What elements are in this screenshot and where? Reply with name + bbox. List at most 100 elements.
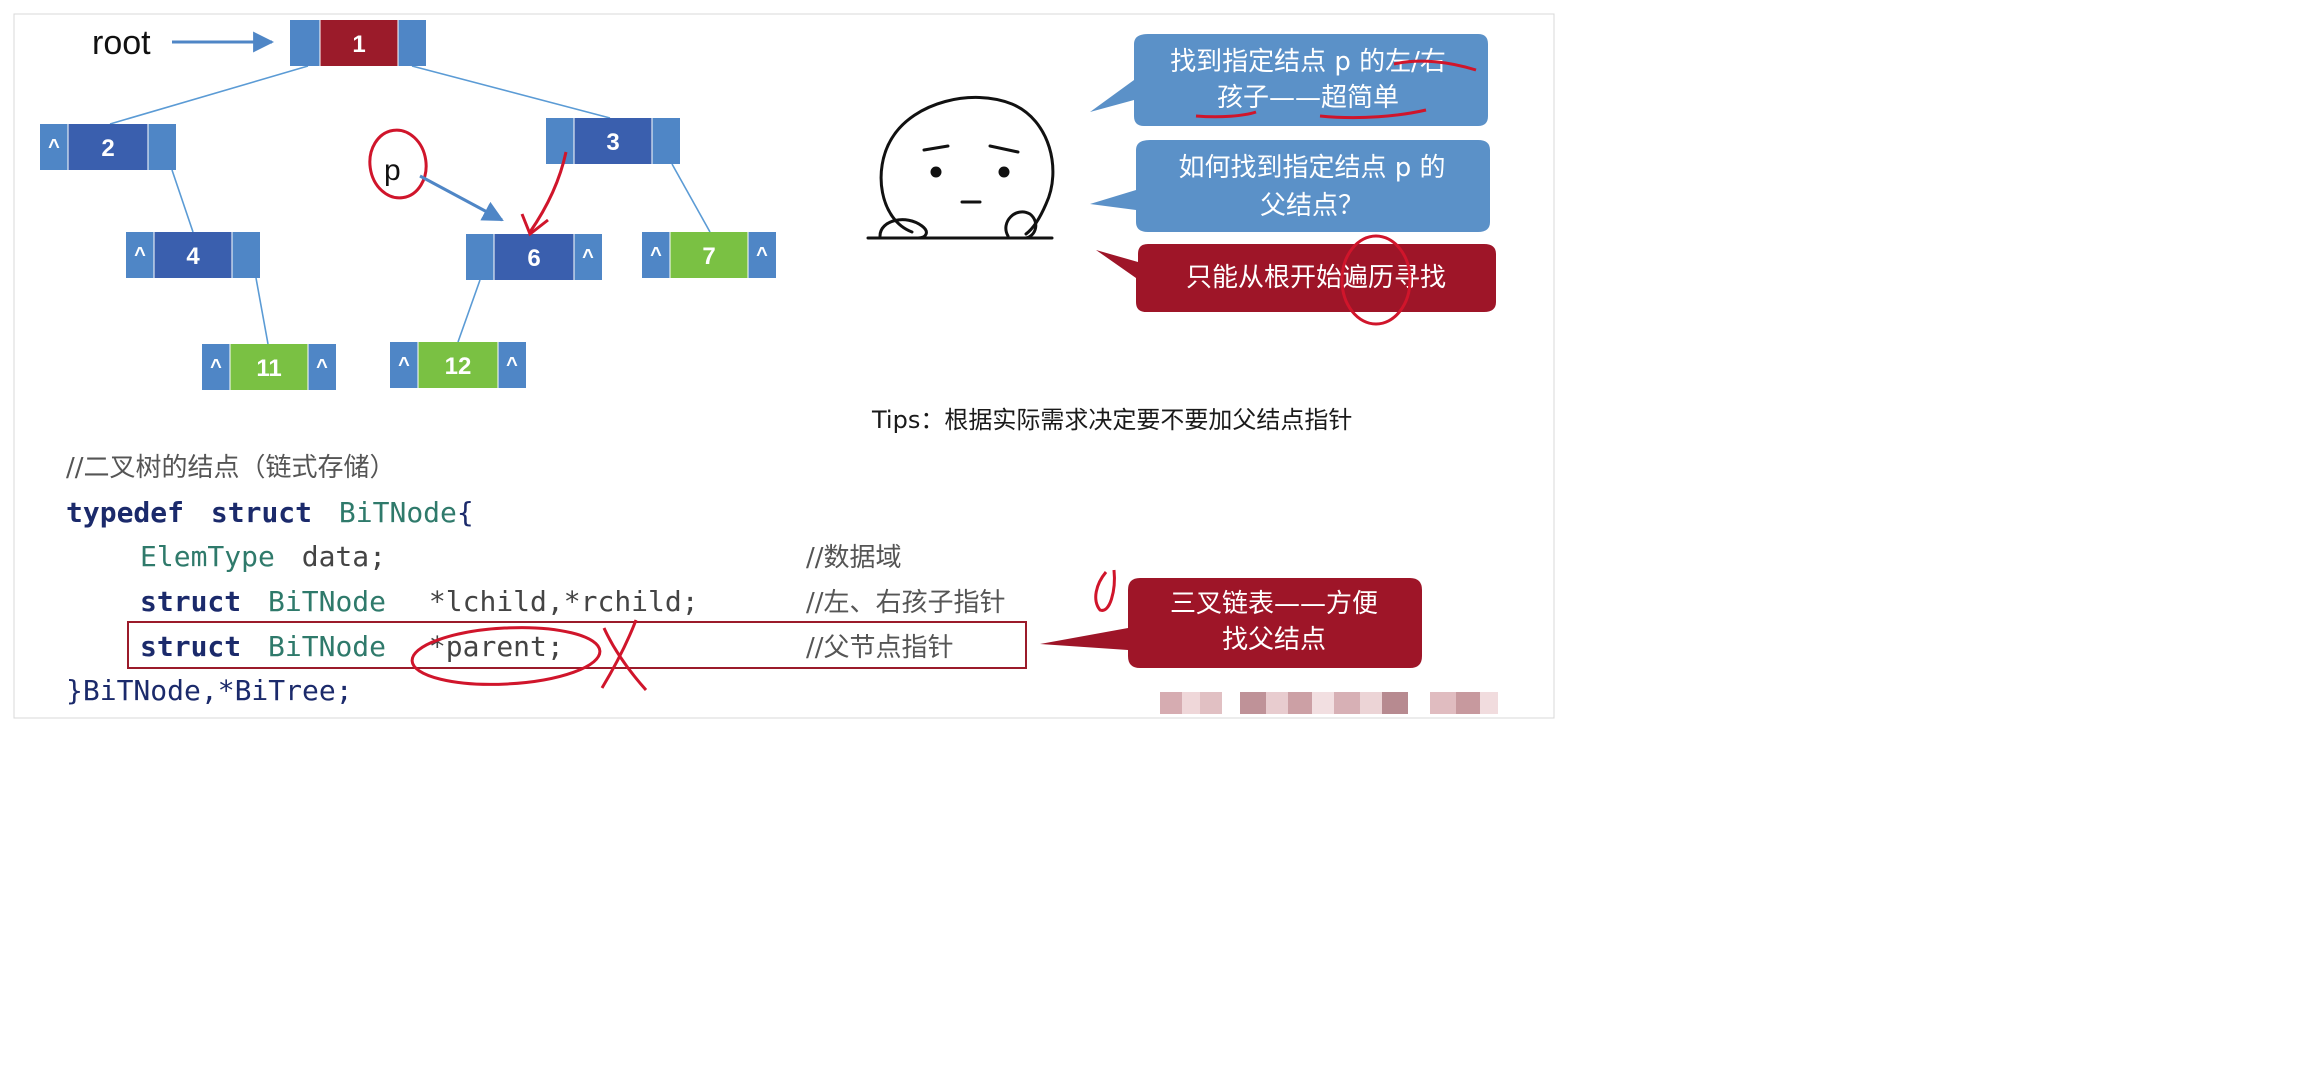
speech-bubble-find-parent: 如何找到指定结点 p 的 父结点？ <box>1090 140 1490 232</box>
tree-node-7: ^ 7 ^ <box>642 232 776 278</box>
red-underline-annotation <box>1195 110 1257 119</box>
edge-2-4 <box>171 169 194 233</box>
node-value: 11 <box>256 355 281 382</box>
null-pointer-symbol: ^ <box>316 356 328 378</box>
code-comment-header: //二叉树的结点（链式存储） <box>66 453 396 483</box>
comment-child-pointers: //左、右孩子指针 <box>806 588 1006 618</box>
left-pointer-cell <box>126 232 154 278</box>
pointer-arrow <box>419 174 504 222</box>
field-children: *lchild,*rchild; <box>429 585 699 618</box>
left-pointer-cell <box>642 232 670 278</box>
edge-6-12 <box>457 279 481 343</box>
red-mark-annotation <box>1094 569 1116 612</box>
comment-data-field: //数据域 <box>806 543 902 573</box>
tree-edges <box>109 65 711 345</box>
pointer-p-label: p <box>384 154 401 187</box>
kw-struct: struct <box>211 496 312 529</box>
bubble-text-line2: 找父结点 <box>1222 625 1326 655</box>
null-pointer-symbol: ^ <box>134 244 146 266</box>
speech-bubble-ternary-linked-list: 三叉链表——方便 找父结点 <box>1040 578 1422 668</box>
root-label: root <box>92 24 151 62</box>
open-brace: { <box>457 496 474 529</box>
kw-struct: struct <box>140 585 241 618</box>
parent-field-highlight-box <box>127 621 1027 669</box>
right-pointer-cell <box>398 20 426 66</box>
node-value: 4 <box>186 243 200 270</box>
bubble-text-line1: 三叉链表——方便 <box>1170 589 1378 619</box>
red-circle-annotation <box>368 128 428 200</box>
tree-node-12: ^ 12 ^ <box>390 342 526 388</box>
right-pointer-cell <box>652 118 680 164</box>
null-pointer-symbol: ^ <box>398 354 410 376</box>
data-cell <box>574 118 652 164</box>
left-pointer-cell <box>202 344 230 390</box>
speech-bubble-left-right-child: 找到指定结点 p 的左/右 孩子——超简单 <box>1090 34 1488 126</box>
null-pointer-symbol: ^ <box>582 246 594 268</box>
right-pointer-cell <box>574 234 602 280</box>
left-pointer-cell <box>466 234 494 280</box>
tree-node-4: ^ 4 <box>126 232 260 278</box>
left-pointer-cell <box>40 124 68 170</box>
bubble-text: 只能从根开始遍历寻找 <box>1186 263 1446 293</box>
null-pointer-symbol: ^ <box>506 354 518 376</box>
edge-4-11 <box>255 277 269 345</box>
tree-node-11: ^ 11 ^ <box>202 344 336 390</box>
bubble-text-line2: 孩子——超简单 <box>1217 83 1399 113</box>
right-pointer-cell <box>232 232 260 278</box>
node-value: 12 <box>445 353 472 380</box>
blurred-watermark <box>1160 692 1498 714</box>
right-pointer-cell <box>148 124 176 170</box>
data-cell <box>230 344 308 390</box>
red-arrow-annotation <box>528 151 568 233</box>
null-pointer-symbol: ^ <box>756 244 768 266</box>
slide-canvas: 1 ^ 2 3 ^ 4 6 ^ <box>13 13 1555 719</box>
code-block: //二叉树的结点（链式存储） typedef struct BiTNode{ E… <box>66 453 1027 707</box>
edge-1-2 <box>109 65 309 125</box>
field-data: data; <box>302 540 386 573</box>
null-pointer-symbol: ^ <box>48 136 60 158</box>
right-pointer-cell <box>498 342 526 388</box>
data-cell <box>320 20 398 66</box>
code-line-children: struct BiTNode *lchild,*rchild; <box>140 585 699 618</box>
data-cell <box>68 124 148 170</box>
code-line-data: ElemType data; <box>140 540 386 573</box>
right-pointer-cell <box>748 232 776 278</box>
bubble-text-line1: 如何找到指定结点 p 的 <box>1178 153 1445 183</box>
kw-typedef: typedef <box>66 496 184 529</box>
tree-node-2: ^ 2 <box>40 124 176 170</box>
null-pointer-symbol: ^ <box>650 244 662 266</box>
code-line-typedef: typedef struct BiTNode{ <box>66 496 474 529</box>
node-value: 6 <box>527 245 540 272</box>
data-cell <box>670 232 748 278</box>
left-pointer-cell <box>390 342 418 388</box>
data-cell <box>418 342 498 388</box>
thinking-face-icon <box>866 96 1055 240</box>
edge-3-7 <box>671 163 711 233</box>
struct-name: BiTNode <box>339 496 457 529</box>
kw-struct: struct <box>140 630 241 663</box>
node-value: 1 <box>352 31 365 58</box>
type-bitnode: BiTNode <box>268 585 386 618</box>
node-value: 3 <box>606 129 619 156</box>
red-underline-annotation <box>1319 108 1427 120</box>
data-cell <box>494 234 574 280</box>
edge-1-3 <box>411 65 611 119</box>
node-value: 7 <box>702 243 715 270</box>
red-circle-annotation <box>410 626 602 686</box>
code-line-parent: struct BiTNode *parent; <box>140 630 564 663</box>
red-circle-annotation <box>1340 234 1412 326</box>
bubble-text-line2: 父结点？ <box>1260 191 1364 221</box>
tree-node-6: 6 ^ <box>466 234 602 280</box>
comment-parent-pointer: //父节点指针 <box>806 633 954 663</box>
speech-bubble-traverse-from-root: 只能从根开始遍历寻找 <box>1096 244 1496 312</box>
right-pointer-cell <box>308 344 336 390</box>
null-pointer-symbol: ^ <box>210 356 222 378</box>
left-pointer-cell <box>546 118 574 164</box>
type-elemtype: ElemType <box>140 540 275 573</box>
code-line-closing: }BiTNode,*BiTree; <box>66 674 353 707</box>
node-value: 2 <box>101 135 114 162</box>
data-cell <box>154 232 232 278</box>
tips-text: Tips：根据实际需求决定要不要加父结点指针 <box>871 406 1352 434</box>
red-underline-annotation <box>1393 59 1477 72</box>
left-pointer-cell <box>290 20 320 66</box>
